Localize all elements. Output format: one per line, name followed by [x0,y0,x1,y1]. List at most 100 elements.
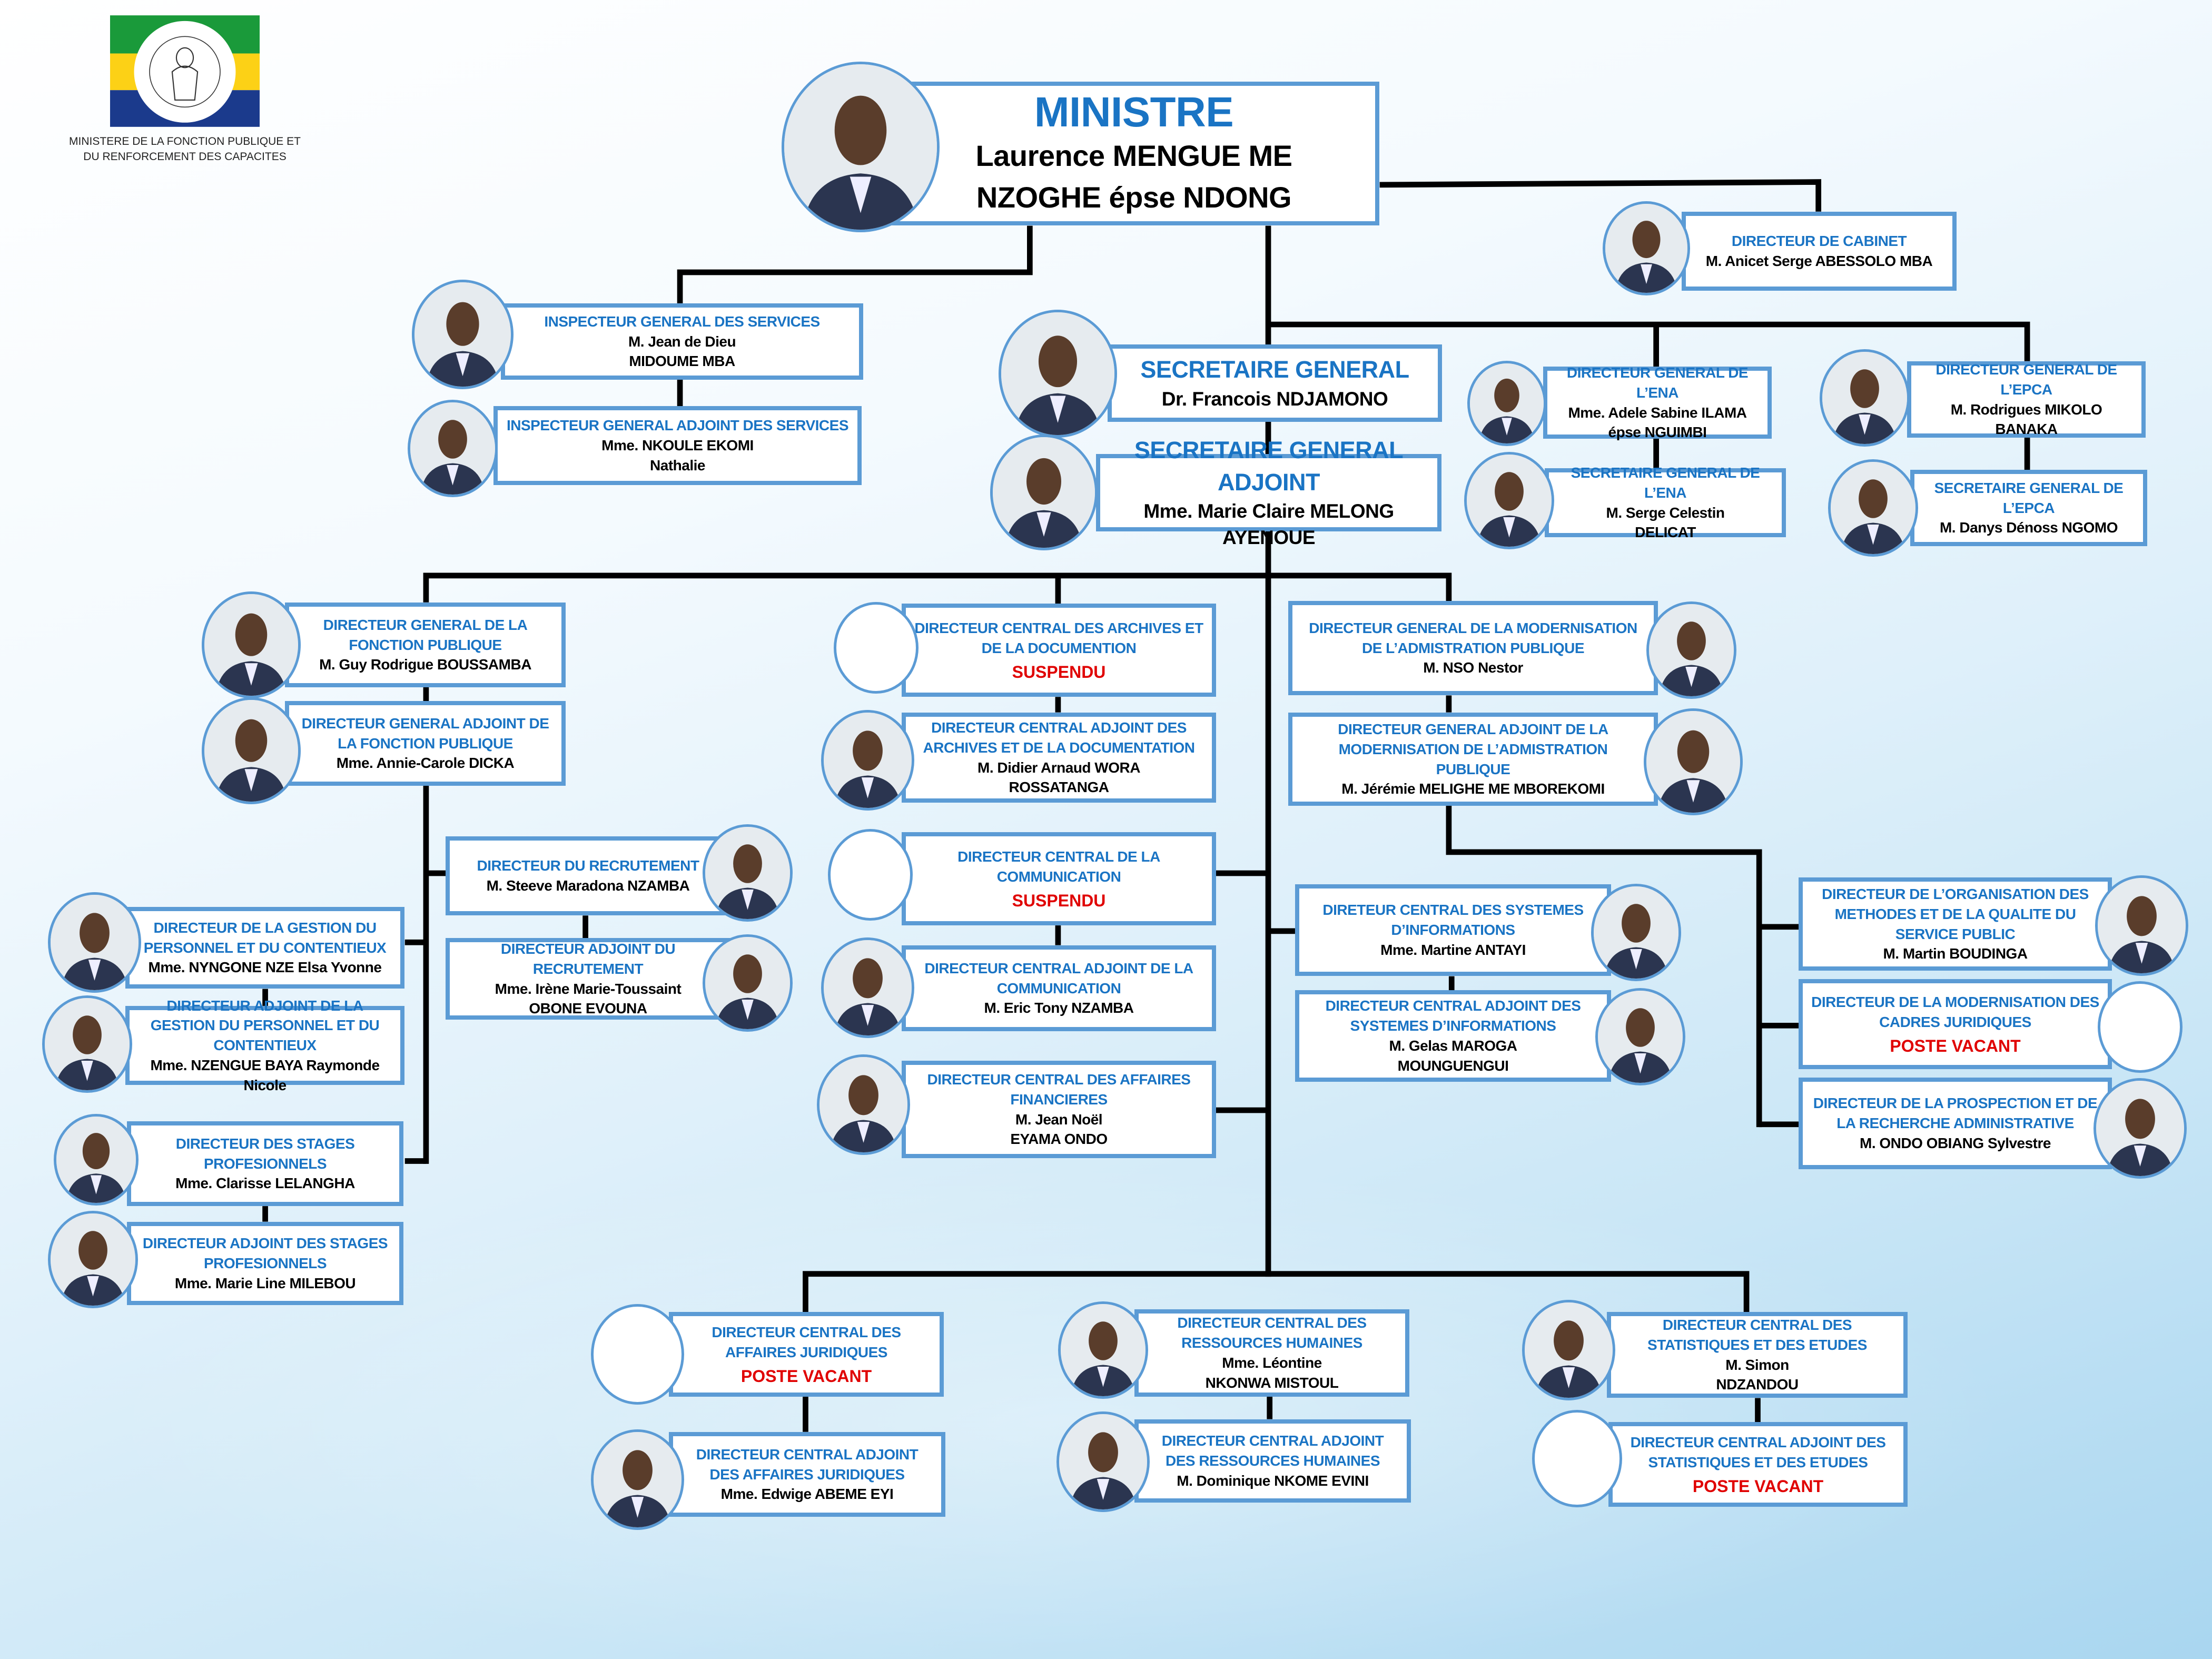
person-icon [204,700,298,802]
portrait-photo [1828,459,1918,557]
org-box-directeur-adjoint-de-la-gestion-du-personnel-et-du-contentieux: DIRECTEUR ADJOINT DE LA GESTION DU PERSO… [125,998,404,1093]
portrait-photo [1603,201,1690,295]
ministry-caption: MINISTERE DE LA FONCTION PUBLIQUE ET DU … [56,134,313,165]
position-title: DIRECTEUR GENERAL DE LA MODERNISATION DE… [1309,619,1637,656]
holder-name: Mme. Adele Sabine ILAMA [1568,404,1747,421]
org-box-directeur-du-recrutement: DIRECTEUR DU RECRUTEMENT M. Steeve Marado… [446,836,730,915]
position-title: DIRECTEUR DE LA MODERNISATION DES CADRES… [1811,994,2099,1030]
portrait-photo [1595,988,1685,1085]
portrait-photo [782,62,940,232]
position-title: DIRECTEUR DE CABINET [1731,233,1907,250]
position-title: DIRECTEUR CENTRAL DES ARCHIVES ET DE LA … [914,620,1203,656]
position-title: DIRECTEUR ADJOINT DU RECRUTEMENT [500,940,676,977]
portrait-photo [202,697,301,804]
holder-name: M. Didier Arnaud WORA [977,759,1140,776]
position-title: DIRECTEUR CENTRAL DES AFFAIRES FINANCIER… [927,1071,1191,1108]
person-icon [1525,1302,1613,1398]
org-box-direteur-central-des-systemes-d-informations: DIRETEUR CENTRAL DES SYSTEMES D’INFORMAT… [1295,884,1611,976]
position-title: DIRECTEUR DE L’ORGANISATION DES METHODES… [1822,885,2089,942]
portrait-photo [1522,1300,1615,1400]
holder-name: Mme. NKOULE EKOMI [601,437,754,454]
portrait-photo [1056,1411,1150,1512]
holder-name: Mme. Léontine [1222,1355,1322,1371]
holder-name: M. Gelas MAROGA [1389,1038,1517,1054]
person-icon [993,437,1095,548]
status-label: SUSPENDU [1012,662,1106,682]
portrait-photo [408,400,498,497]
org-box-directeur-central-adjoint-de-la-communication: DIRECTEUR CENTRAL ADJOINT DE LA COMMUNIC… [902,945,1216,1031]
portrait-photo [1591,884,1681,981]
position-title: INSPECTEUR GENERAL ADJOINT DES SERVICES [507,417,849,434]
holder-name: Mme. NYNGONE NZE Elsa Yvonne [148,959,382,976]
holder-name: M. Simon [1725,1356,1789,1373]
person-icon [1059,1414,1147,1509]
position-title: DIRECTEUR CENTRAL DE LA COMMUNICATION [957,848,1160,885]
portrait-photo [1058,1301,1148,1399]
person-icon [2098,878,2186,973]
position-title: DIRECTEUR CENTRAL ADJOINT DES AFFAIRES J… [696,1446,919,1483]
position-title: DIRECTEUR GENERAL DE LA FONCTION PUBLIQU… [323,616,528,653]
position-title: DIRECTEUR DU RECRUTEMENT [477,857,700,874]
portrait-photo [412,280,514,389]
person-icon [1822,352,1907,444]
holder-name: M. Jean de Dieu [628,333,736,350]
empty-photo-placeholder [591,1304,684,1405]
holder-name: Mme. Clarisse LELANGHA [175,1175,355,1192]
position-title: DIRECTEUR CENTRAL DES AFFAIRES JURIDIQUE… [712,1324,901,1360]
org-box-directeur-central-adjoint-des-ressources-humaines: DIRECTEUR CENTRAL ADJOINT DES RESSOURCES… [1134,1419,1411,1503]
holder-name: Mme. Marie Line MILEBOU [174,1275,356,1291]
org-box-directeur-central-des-affaires-financieres: DIRECTEUR CENTRAL DES AFFAIRES FINANCIER… [902,1061,1216,1158]
portrait-photo [703,824,793,922]
holder-name: NDZANDOU [1716,1376,1799,1393]
holder-name: NKONWA MISTOUL [1205,1374,1339,1391]
holder-name: MOUNGUENGUI [1397,1057,1509,1074]
position-title: DIRECTEUR CENTRAL DES RESSOURCES HUMAINE… [1177,1315,1367,1351]
position-title: SECRETAIRE GENERAL [1140,356,1409,383]
position-title: SECRETAIRE GENERAL DE L’EPCA [1934,479,2124,516]
holder-name: ROSSATANGA [1009,779,1109,796]
person-icon [784,64,937,230]
person-icon [1831,462,1915,554]
portrait-photo [1644,708,1743,815]
portrait-photo [1467,361,1546,446]
portrait-photo [2095,875,2188,976]
org-box-directeur-central-adjoint-des-systemes-d-informations: DIRECTEUR CENTRAL ADJOINT DES SYSTEMES D… [1295,990,1611,1082]
portrait-photo [591,1429,684,1530]
org-box-directeur-general-adjoint-de-la-modernisation-de-l-admistration-publique: DIRECTEUR GENERAL ADJOINT DE LA MODERNIS… [1288,713,1658,806]
org-box-directeur-central-des-ressources-humaines: DIRECTEUR CENTRAL DES RESSOURCES HUMAINE… [1134,1309,1409,1397]
person-icon [51,895,139,990]
org-box-directeur-de-la-modernisation-des-cadres-juridiques: DIRECTEUR DE LA MODERNISATION DES CADRES… [1799,979,2112,1069]
ministry-caption-line: DU RENFORCEMENT DES CAPACITES [83,151,287,163]
org-box-directeur-central-adjoint-des-statistiques-et-des-etudes: DIRECTEUR CENTRAL ADJOINT DES STATISTIQU… [1608,1422,1908,1507]
org-box-directeur-general-de-la-modernisation-de-l-admistration-publique: DIRECTEUR GENERAL DE LA MODERNISATION DE… [1288,601,1658,695]
position-title: DIRECTEUR ADJOINT DES STAGES PROFESIONNE… [142,1235,388,1272]
empty-photo-placeholder [1532,1410,1622,1507]
holder-name: épse NGUIMBI [1608,424,1707,441]
portrait-photo [999,310,1117,438]
position-title: DIRECTEUR GENERAL DE L’EPCA [1935,361,2117,398]
holder-name: M. Danys Dénoss NGOMO [1939,519,2118,536]
holder-name: M. ONDO OBIANG Sylvestre [1860,1134,2051,1151]
holder-name: Mme. Martine ANTAYI [1380,941,1526,958]
org-box-directeur-general-de-l-epca: DIRECTEUR GENERAL DE L’EPCA M. Rodrigues … [1907,361,2146,438]
holder-name: M. Rodrigues MIKOLO [1950,401,2102,418]
holder-name: Mme. Edwige ABEME EYI [720,1486,894,1503]
org-box-directeur-general-de-la-fonction-publique: DIRECTEUR GENERAL DE LA FONCTION PUBLIQU… [285,603,566,687]
status-label: POSTE VACANT [740,1366,872,1386]
person-icon [594,1432,682,1527]
org-box-inspecteur-general-adjoint-des-services: INSPECTEUR GENERAL ADJOINT DES SERVICES M… [493,406,862,485]
position-title: SECRETAIRE GENERAL DE L’ENA [1571,464,1760,501]
ministry-caption-line: MINISTERE DE LA FONCTION PUBLIQUE ET [69,135,301,147]
portrait-photo [1820,349,1910,447]
holder-name: M. Steeve Maradona NZAMBA [486,877,690,894]
holder-name: MIDOUME MBA [629,353,735,370]
person-icon [1001,312,1114,435]
